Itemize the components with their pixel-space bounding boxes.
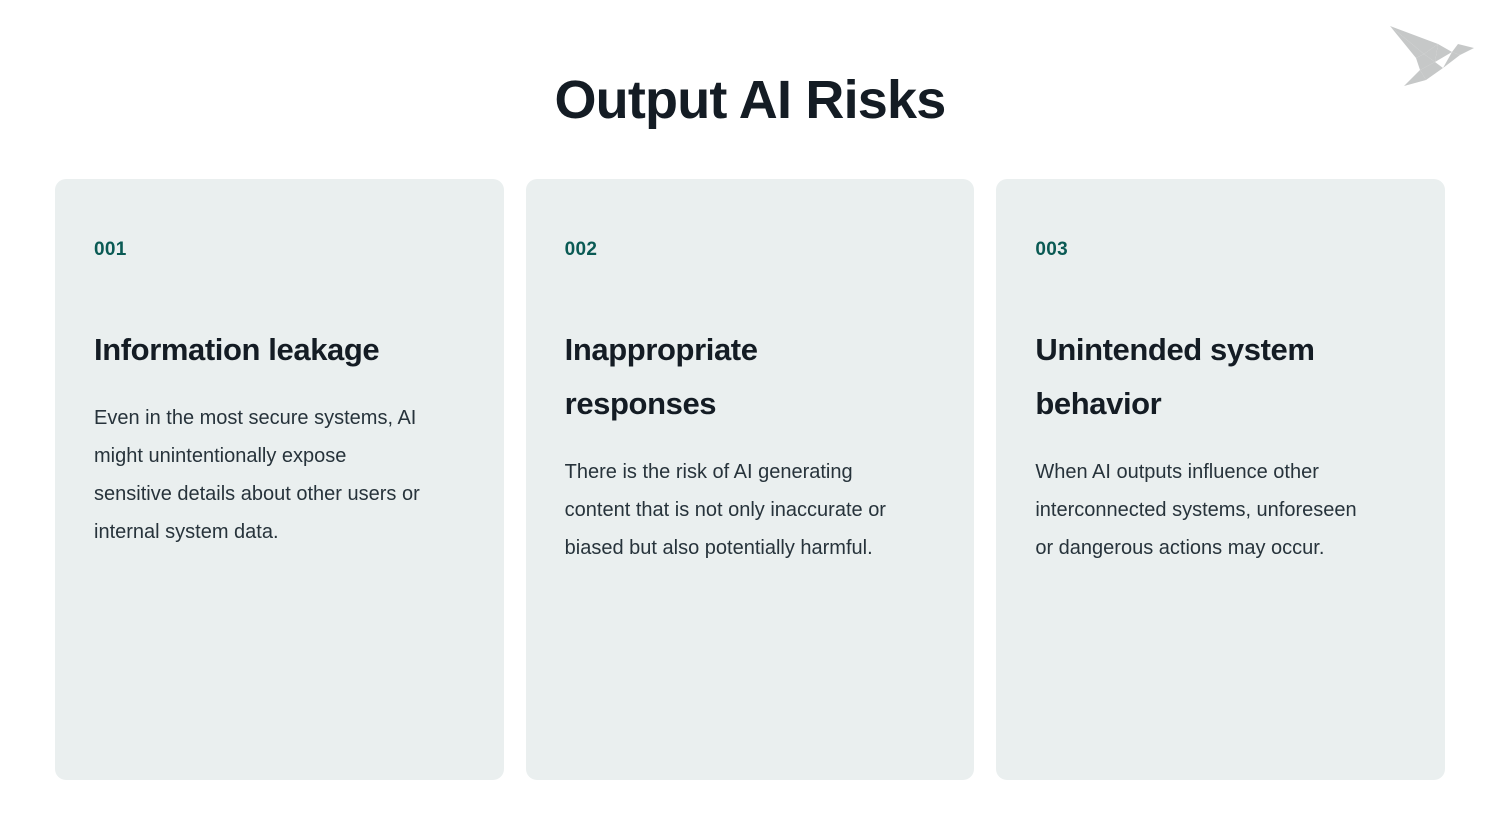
risk-card: 002 Inappropriate responses There is the… [525,179,975,780]
card-number-badge: 002 [564,239,598,260]
card-heading: Inappropriate responses [564,332,758,421]
card-body-text: There is the risk of AI generating conte… [564,461,886,559]
risk-card: 003 Unintended system behavior When AI o… [996,179,1446,780]
origami-bird-logo [1386,18,1478,90]
card-body-text: When AI outputs influence other intercon… [1035,461,1357,559]
risk-cards-row: 001 Information leakage Even in the most… [55,179,1446,780]
page-title: Output AI Risks [554,70,946,130]
risk-card: 001 Information leakage Even in the most… [55,179,504,780]
card-heading: Information leakage [94,332,380,367]
card-number-badge: 003 [1035,239,1068,260]
card-body-text: Even in the most secure systems, AI migh… [94,407,420,543]
card-number-badge: 001 [94,239,127,260]
card-heading: Unintended system behavior [1035,332,1315,421]
